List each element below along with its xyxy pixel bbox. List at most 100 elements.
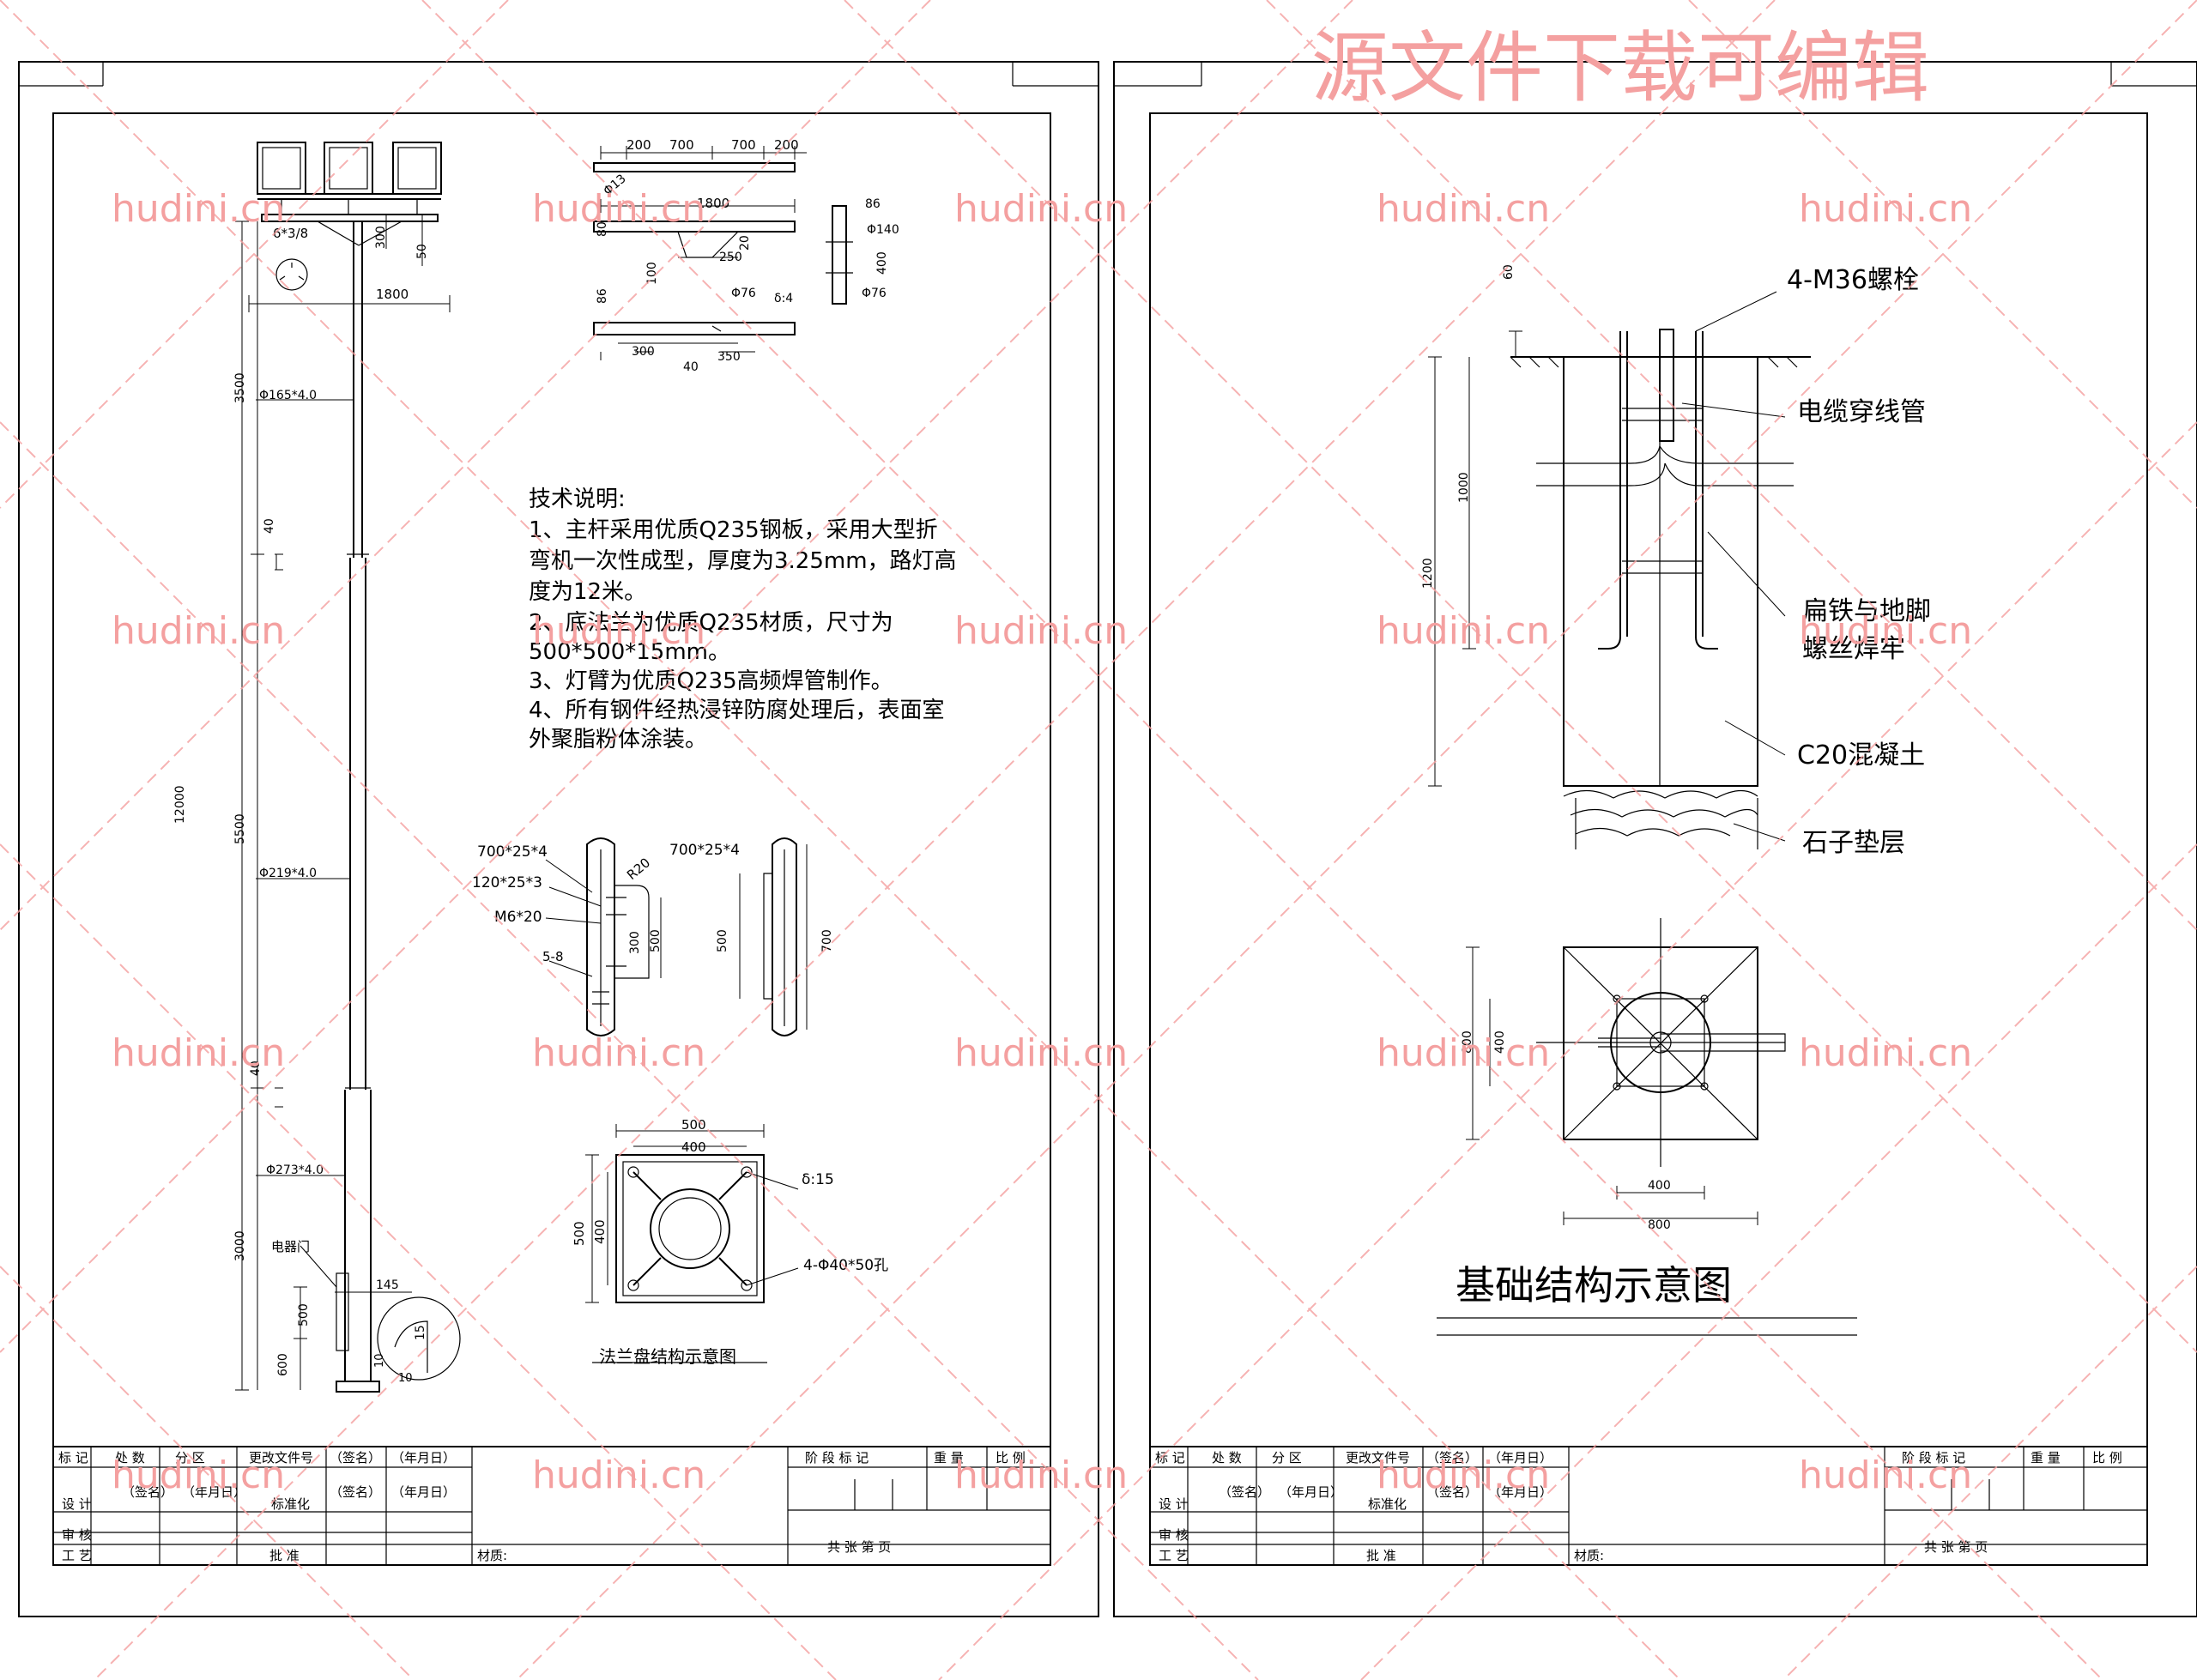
arm-dim-1800: 1800 (697, 196, 729, 211)
arm-dim-20: 20 (738, 235, 752, 251)
clamp-r20: R20 (624, 855, 653, 883)
foundation-dim-1200: 1200 (1421, 558, 1435, 589)
pole-dim-145: 145 (376, 1278, 399, 1292)
watermark-5: hudini.cn (1799, 187, 1972, 231)
callout-weld-1: 扁铁与地脚 (1802, 596, 1931, 626)
arm-phi76a: Φ76 (731, 287, 756, 300)
header-watermark: 源文件下载可编辑 (1311, 23, 1929, 113)
foundation-section: 4-M36螺栓 电缆穿线管 扁铁与地脚 螺丝焊牢 C20混凝土 石子垫层 60 … (1421, 264, 1931, 858)
arm-dimension-labels: 200 700 700 200 Φ13 1800 80 86 100 250 2… (596, 137, 899, 374)
tb-l-r2-4: （签名） (330, 1484, 381, 1500)
arm-dim-700b: 700 (731, 137, 756, 153)
pole-section-2: Φ219*4.0 (259, 867, 317, 880)
watermark-2: hudini.cn (532, 187, 705, 231)
arm-dim-200a: 200 (626, 137, 651, 153)
arm-dim-300: 300 (632, 345, 655, 359)
tech-note-line-6: 3、灯臂为优质Q235高频焊管制作。 (529, 668, 893, 694)
tb-l-r1-4: （签名） (330, 1450, 381, 1465)
plan-dim-400h: 400 (1648, 1179, 1671, 1193)
tb-r-weight: 重 量 (2031, 1450, 2061, 1465)
tb-l-r4-1: 批 准 (269, 1548, 300, 1563)
watermark-4: hudini.cn (1377, 187, 1550, 231)
arm-dim-80: 80 (596, 221, 609, 237)
tech-note-line-4: 2、底法兰为优质Q235材质，尺寸为 (529, 610, 893, 636)
tb-r-r1-4: （签名） (1426, 1450, 1478, 1465)
pole-dim-500: 500 (297, 1303, 311, 1326)
pole-section-3: Φ273*4.0 (266, 1163, 324, 1177)
watermark-9: hudini.cn (1377, 609, 1550, 653)
watermark-8: hudini.cn (954, 609, 1128, 653)
flange-dim-400w: 400 (681, 1139, 706, 1155)
tb-l-r2-5: （年月日） (391, 1484, 456, 1500)
clamp-dim-500: 500 (649, 929, 663, 952)
tb-l-r3-0: 审 核 (62, 1527, 92, 1543)
tb-l-sheets: 共 张 第 页 (827, 1539, 891, 1555)
clamp-label-1: 700*25*4 (477, 843, 548, 861)
tb-r-r1-3: 更改文件号 (1346, 1450, 1410, 1465)
tb-l-r2-0: 设 计 (62, 1496, 92, 1512)
watermark-19: hudini.cn (1377, 1453, 1550, 1497)
pole-dim-3500: 3500 (233, 372, 247, 403)
tb-r-r2-2: （年月日） (1279, 1484, 1343, 1500)
watermark-15: hudini.cn (1799, 1031, 1972, 1075)
arm-dim-86b: 86 (596, 288, 609, 304)
watermark-3: hudini.cn (954, 187, 1128, 231)
tech-note-line-2: 弯机一次性成型，厚度为3.25mm，路灯高 (529, 548, 957, 574)
tb-r-r2-5: （年月日） (1488, 1484, 1552, 1500)
tb-r-stage: 阶 段 标 记 (1902, 1450, 1965, 1465)
pole-dim-10a: 10 (373, 1353, 386, 1368)
arm-dim-350: 350 (717, 350, 741, 364)
tb-r-r1-0: 标 记 (1155, 1450, 1185, 1465)
tb-l-r1-2: 分 区 (175, 1450, 205, 1465)
callout-bolts: 4-M36螺栓 (1787, 265, 1919, 295)
tech-notes: 技术说明: 1、主杆采用优质Q235钢板，采用大型折 弯机一次性成型，厚度为3.… (529, 486, 957, 752)
left-sheet-frame (18, 61, 1099, 1617)
watermark-18: hudini.cn (954, 1453, 1128, 1497)
tb-l-r4-0: 工 艺 (62, 1548, 92, 1563)
flange-dim-500h: 500 (572, 1221, 587, 1246)
pole-dim-3000: 3000 (233, 1230, 247, 1261)
title-block-right: 标 记 处 数 分 区 更改文件号 （签名） （年月日） 设 计 （签名） （年… (1149, 1446, 2148, 1566)
pole-dimension-labels: 6*3/8 300 50 1800 3500 12000 5500 3000 4… (173, 226, 429, 1385)
arm-dim-250: 250 (719, 251, 742, 264)
foundation-dim-60: 60 (1502, 264, 1516, 280)
arm-dim-400: 400 (875, 251, 889, 275)
tb-r-r1-2: 分 区 (1272, 1450, 1302, 1465)
watermark-6: hudini.cn (112, 609, 285, 653)
flange-plate: 500 400 500 400 δ:15 4-Φ40*50孔 法兰盘结构示意图 (572, 1117, 888, 1367)
pole-dim-12000: 12000 (173, 785, 187, 824)
pole-dim-1800: 1800 (376, 287, 409, 302)
tb-l-r1-0: 标 记 (58, 1450, 88, 1465)
pole-dim-40a: 40 (263, 518, 276, 534)
arm-dim-200b: 200 (774, 137, 799, 153)
door-label: 电器门 (271, 1239, 310, 1254)
tb-r-r2-0: 设 计 (1159, 1496, 1189, 1512)
clamp-label-5: 700*25*4 (669, 842, 740, 859)
tb-r-r3-0: 审 核 (1159, 1527, 1189, 1543)
arm-phi76b: Φ76 (862, 287, 887, 300)
arm-dim-100: 100 (645, 262, 659, 285)
watermark-text: 源文件下载可编辑 hudini.cn hudini.cn hudini.cn h… (112, 23, 1972, 1497)
pole-dim-5500: 5500 (233, 813, 247, 844)
pole-section-1: Φ165*4.0 (259, 389, 317, 402)
foundation-plan: 800 400 400 800 (1461, 918, 1786, 1232)
tb-r-r2-1: （签名） (1219, 1484, 1270, 1500)
luminaire-heads (257, 142, 442, 215)
watermark-12: hudini.cn (532, 1031, 705, 1075)
tb-l-scale: 比 例 (996, 1450, 1026, 1465)
callout-weld-2: 螺丝焊牢 (1802, 634, 1905, 664)
tb-l-r2-1: （签名） (122, 1484, 173, 1500)
pole-elevation (235, 142, 461, 1393)
watermark-14: hudini.cn (1377, 1031, 1550, 1075)
watermark-11: hudini.cn (112, 1031, 285, 1075)
arm-thickness: δ:4 (774, 292, 793, 305)
pole-dim-40b: 40 (249, 1061, 263, 1076)
tb-l-stage: 阶 段 标 记 (805, 1450, 869, 1465)
watermark-10: hudini.cn (1799, 609, 1972, 653)
clamp-label-3: M6*20 (494, 909, 542, 926)
tb-r-material: 材质: (1574, 1548, 1604, 1563)
tb-l-material: 材质: (477, 1548, 507, 1563)
right-sheet-frame (1113, 61, 2197, 1617)
